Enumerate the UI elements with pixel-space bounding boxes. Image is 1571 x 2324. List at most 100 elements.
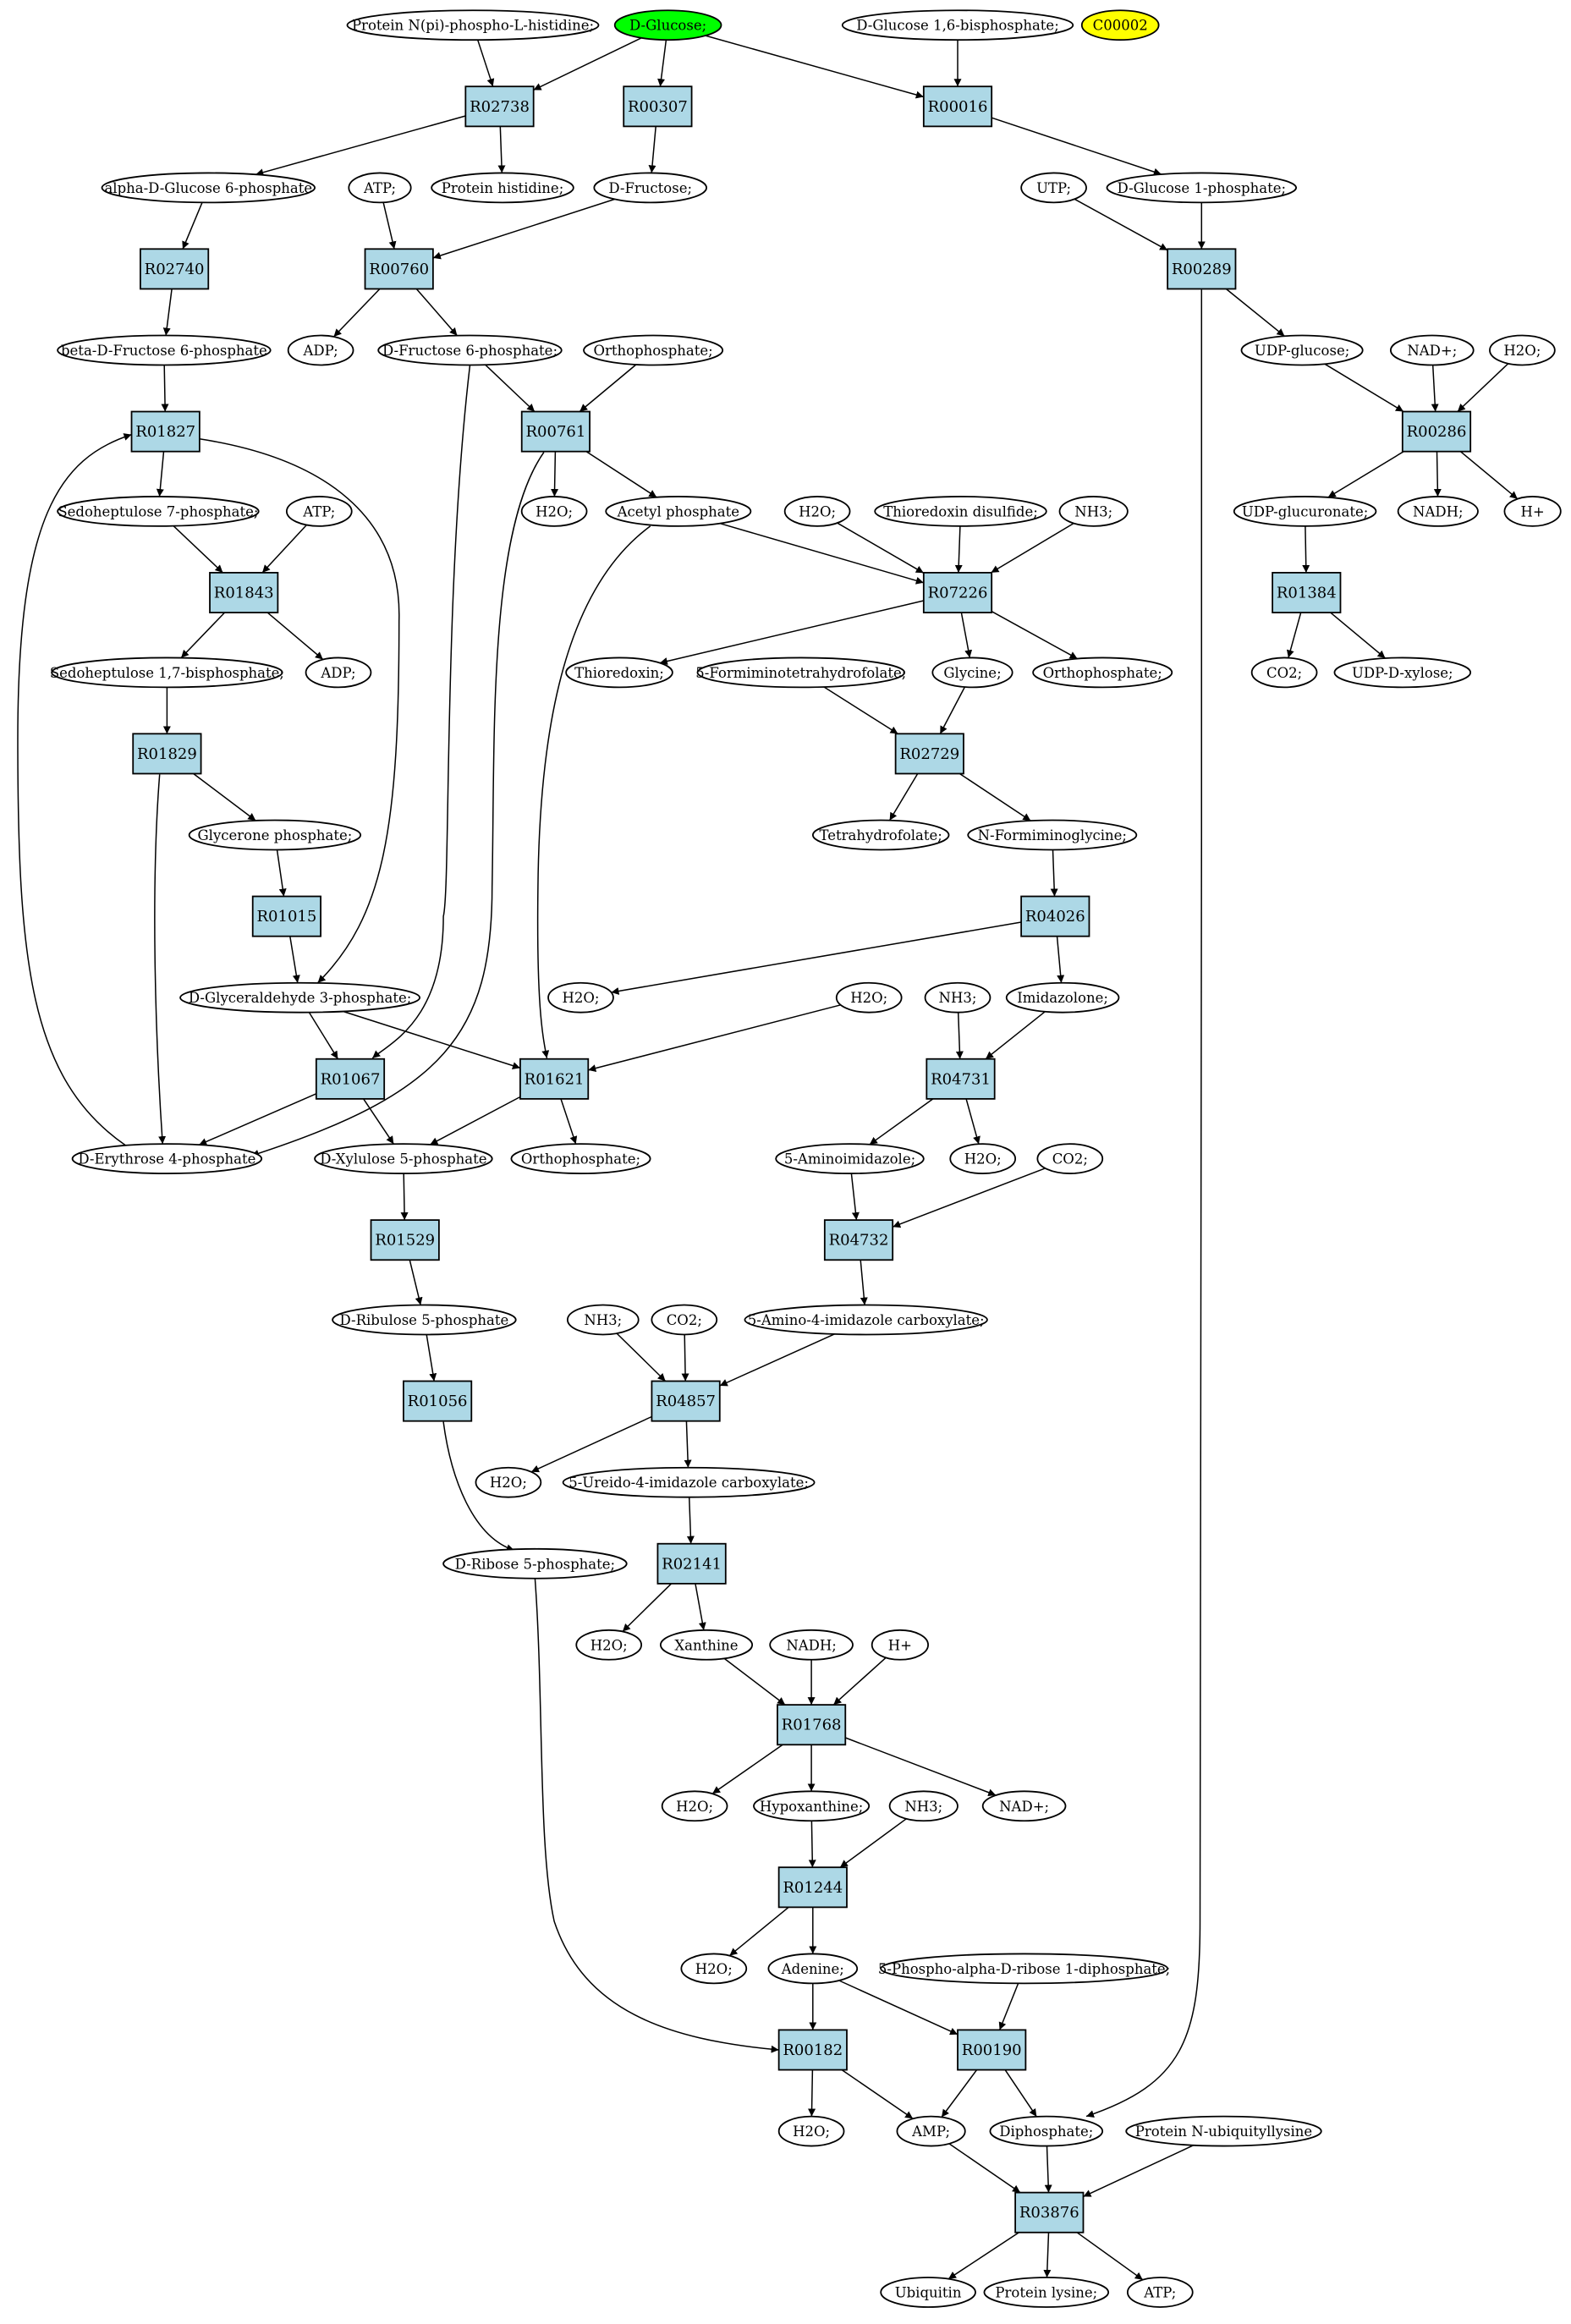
compound-node-c00002[interactable]: C00002 [1080,9,1160,41]
compound-node-adenine[interactable]: Adenine; [767,1953,859,1985]
reaction-node-r02740[interactable]: R02740 [140,248,210,290]
compound-node-protein-n-pi-phospho-l-histidine[interactable]: Protein N(pi)-phospho-L-histidine; [346,9,600,41]
compound-node-beta-d-fructose-6-phosphate[interactable]: beta-D-Fructose 6-phosphate [57,334,272,366]
compound-node-xanthine[interactable]: Xanthine [659,1629,754,1661]
compound-node-nh3[interactable]: NH3; [566,1304,640,1336]
compound-node-thioredoxin[interactable]: Thioredoxin; [565,657,673,689]
compound-node-d-ribulose-5-phosphate[interactable]: D-Ribulose 5-phosphate [332,1304,517,1336]
compound-node-udp-glucose[interactable]: UDP-glucose; [1240,334,1364,366]
compound-node-adp[interactable]: ADP; [287,334,354,366]
compound-node-nad[interactable]: NAD+; [1389,334,1475,366]
compound-node-glycerone-phosphate[interactable]: Glycerone phosphate; [188,819,362,851]
reaction-node-r01056[interactable]: R01056 [403,1380,473,1422]
compound-node-adp[interactable]: ADP; [305,657,372,689]
compound-node-amp[interactable]: AMP; [896,2115,966,2147]
compound-node-h2o[interactable]: H2O; [661,1790,728,1822]
compound-node-atp[interactable]: ATP; [285,496,353,527]
compound-node-imidazolone[interactable]: Imidazolone; [1005,981,1120,1014]
compound-node-protein-n-ubiquityllysine[interactable]: Protein N-ubiquityllysine [1125,2115,1322,2147]
reaction-node-r07226[interactable]: R07226 [922,572,993,613]
compound-node-h2o[interactable]: H2O; [475,1466,542,1498]
reaction-node-r04857[interactable]: R04857 [651,1380,721,1422]
reaction-node-r04731[interactable]: R04731 [926,1058,996,1100]
compound-node-udp-d-xylose[interactable]: UDP-D-xylose; [1333,657,1472,689]
compound-node-acetyl-phosphate[interactable]: Acetyl phosphate [605,496,752,527]
compound-node-orthophosphate[interactable]: Orthophosphate; [583,334,724,366]
compound-node-n-formiminoglycine[interactable]: N-Formiminoglycine; [967,819,1138,851]
compound-node-5-amino-4-imidazole-carboxylate[interactable]: 5-Amino-4-imidazole carboxylate; [744,1304,988,1336]
compound-node-h2o[interactable]: H2O; [777,2115,845,2147]
reaction-node-r01829[interactable]: R01829 [132,733,202,775]
reaction-node-r03876[interactable]: R03876 [1014,2191,1085,2233]
compound-node-h2o[interactable]: H2O; [835,981,903,1014]
reaction-node-r01621[interactable]: R01621 [519,1058,590,1100]
compound-node-atp[interactable]: ATP; [1126,2277,1194,2308]
compound-node-h[interactable]: H+ [1503,496,1562,527]
reaction-node-r01384[interactable]: R01384 [1272,572,1342,613]
compound-node-nh3[interactable]: NH3; [1058,496,1129,527]
compound-node-d-glucose-1-6-bisphosphate[interactable]: D-Glucose 1,6-bisphosphate; [841,9,1074,41]
compound-node-nadh[interactable]: NADH; [1397,496,1479,527]
reaction-node-r01244[interactable]: R01244 [777,1866,848,1909]
compound-node-co2[interactable]: CO2; [1250,657,1318,689]
compound-node-h2o[interactable]: H2O; [1489,334,1556,366]
compound-node-d-glucose[interactable]: D-Glucose; [613,9,722,41]
compound-node-nad[interactable]: NAD+; [981,1790,1067,1822]
reaction-node-r01827[interactable]: R01827 [130,410,200,453]
reaction-node-r04732[interactable]: R04732 [823,1219,894,1261]
reaction-node-r02141[interactable]: R02141 [656,1542,727,1585]
compound-node-d-glyceraldehyde-3-phosphate[interactable]: D-Glyceraldehyde 3-phosphate; [179,981,421,1014]
compound-node-5-phospho-alpha-d-ribose-1-diphosphate[interactable]: 5-Phospho-alpha-D-ribose 1-diphosphate; [878,1953,1170,1985]
reaction-node-r00190[interactable]: R00190 [957,2029,1027,2071]
reaction-node-r01768[interactable]: R01768 [777,1704,847,1746]
reaction-node-r01843[interactable]: R01843 [209,572,279,613]
compound-node-h2o[interactable]: H2O; [680,1953,748,1985]
compound-node-5-aminoimidazole[interactable]: 5-Aminoimidazole; [775,1143,925,1174]
reaction-node-r00182[interactable]: R00182 [777,2029,848,2071]
compound-node-h2o[interactable]: H2O; [783,496,851,527]
compound-node-h[interactable]: H+ [871,1629,929,1661]
reaction-node-r01015[interactable]: R01015 [251,895,321,937]
compound-node-protein-histidine[interactable]: Protein histidine; [431,172,574,204]
compound-node-d-xylulose-5-phosphate[interactable]: D-Xylulose 5-phosphate [314,1143,493,1174]
reaction-node-r00761[interactable]: R00761 [520,410,590,453]
reaction-node-r01529[interactable]: R01529 [370,1219,440,1261]
reaction-node-r00760[interactable]: R00760 [364,248,434,290]
compound-node-5-ureido-4-imidazole-carboxylate[interactable]: 5-Ureido-4-imidazole carboxylate; [562,1466,816,1498]
compound-node-tetrahydrofolate[interactable]: Tetrahydrofolate; [811,819,950,851]
reaction-node-r00286[interactable]: R00286 [1401,410,1472,453]
compound-node-d-erythrose-4-phosphate[interactable]: D-Erythrose 4-phosphate [71,1143,263,1174]
compound-node-5-formiminotetrahydrofolate[interactable]: 5-Formiminotetrahydrofolate; [695,657,906,689]
reaction-node-r01067[interactable]: R01067 [315,1058,386,1100]
compound-node-sedoheptulose-1-7-bisphosphate[interactable]: Sedoheptulose 1,7-bisphosphate; [50,657,284,689]
compound-node-d-glucose-1-phosphate[interactable]: D-Glucose 1-phosphate; [1106,172,1298,204]
compound-node-h2o[interactable]: H2O; [949,1143,1017,1174]
compound-node-co2[interactable]: CO2; [1036,1143,1104,1174]
compound-node-sedoheptulose-7-phosphate[interactable]: Sedoheptulose 7-phosphate; [57,496,260,527]
compound-node-d-ribose-5-phosphate[interactable]: D-Ribose 5-phosphate; [442,1547,628,1580]
reaction-node-r00016[interactable]: R00016 [922,85,993,128]
compound-node-alpha-d-glucose-6-phosphate[interactable]: alpha-D-Glucose 6-phosphate [101,172,316,204]
compound-node-utp[interactable]: UTP; [1020,172,1087,204]
compound-node-protein-lysine[interactable]: Protein lysine; [983,2277,1110,2308]
compound-node-orthophosphate[interactable]: Orthophosphate; [1032,657,1173,689]
compound-node-h2o[interactable]: H2O; [520,496,588,527]
compound-node-co2[interactable]: CO2; [651,1304,718,1336]
reaction-node-r02729[interactable]: R02729 [894,733,964,775]
compound-node-ubiquitin[interactable]: Ubiquitin [880,2277,976,2308]
compound-node-d-fructose[interactable]: D-Fructose; [593,172,707,204]
compound-node-thioredoxin-disulfide[interactable]: Thioredoxin disulfide; [874,496,1047,527]
compound-node-diphosphate[interactable]: Diphosphate; [989,2115,1104,2147]
reaction-node-r04026[interactable]: R04026 [1020,895,1090,937]
reaction-node-r00289[interactable]: R00289 [1167,248,1237,290]
compound-node-nadh[interactable]: NADH; [769,1629,854,1661]
compound-node-h2o[interactable]: H2O; [547,981,614,1014]
reaction-node-r02738[interactable]: R02738 [464,85,535,128]
compound-node-nh3[interactable]: NH3; [888,1790,959,1822]
compound-node-glycine[interactable]: Glycine; [931,657,1013,689]
compound-node-atp[interactable]: ATP; [348,172,412,204]
compound-node-d-fructose-6-phosphate[interactable]: D-Fructose 6-phosphate; [377,334,563,366]
compound-node-udp-glucuronate[interactable]: UDP-glucuronate; [1233,496,1377,527]
compound-node-nh3[interactable]: NH3; [924,981,991,1014]
compound-node-orthophosphate[interactable]: Orthophosphate; [510,1143,651,1174]
